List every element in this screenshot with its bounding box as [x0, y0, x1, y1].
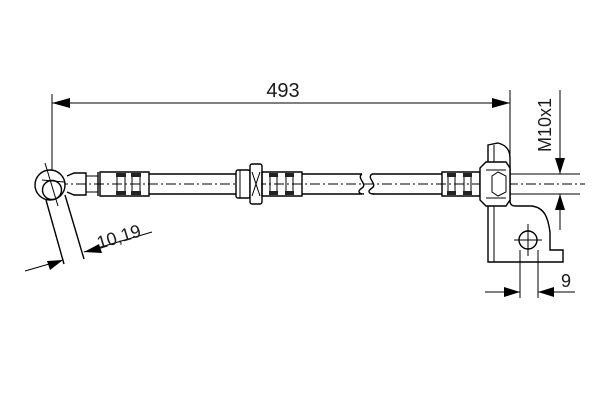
dimension-label-9: 9	[561, 271, 571, 291]
middle-fitting	[235, 163, 303, 205]
crimp-sleeve-left	[99, 171, 150, 197]
banjo-fitting	[34, 162, 99, 265]
dimension-label-10-19: 10,19	[94, 221, 143, 253]
hose-segment-2	[302, 173, 442, 195]
hose-segment-1	[149, 173, 236, 195]
dimension-label-493: 493	[266, 80, 299, 102]
dimension-thread: M10x1	[535, 90, 565, 230]
dimension-label-m10x1: M10x1	[535, 98, 555, 152]
crimp-sleeve-right	[441, 171, 481, 197]
bracket-with-hex-nut	[479, 142, 580, 263]
dimension-hole-offset: 9	[485, 250, 575, 298]
dimension-banjo-thickness: 10,19	[24, 221, 153, 272]
dimension-overall-length: 493	[51, 80, 511, 188]
hose-break-symbol	[358, 173, 365, 195]
